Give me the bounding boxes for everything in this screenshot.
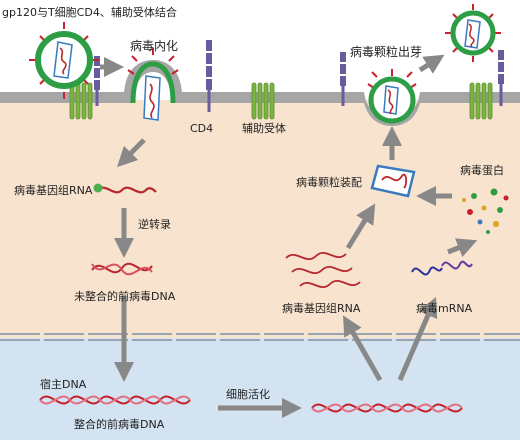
host-dna-left — [39, 395, 191, 405]
internalizing-virus — [127, 48, 179, 121]
process-arrows — [100, 54, 478, 418]
label-assembly: 病毒颗粒装配 — [296, 176, 362, 189]
label-genome-rna-left: 病毒基因组RNA — [14, 184, 93, 197]
viral-protein-particles — [462, 188, 509, 234]
label-cd4: CD4 — [190, 122, 214, 135]
unintegrated-provirus-dna — [91, 262, 153, 276]
label-binding: gp120与T细胞CD4、辅助受体结合 — [2, 6, 177, 19]
label-coreceptor: 辅助受体 — [242, 122, 286, 135]
released-virus — [445, 4, 501, 62]
viral-mrna-strands — [411, 260, 473, 276]
nucleus-region — [0, 338, 520, 440]
nuclear-membrane — [0, 333, 520, 341]
coreceptor-mid — [251, 82, 275, 120]
label-budding: 病毒颗粒出芽 — [350, 45, 423, 59]
label-integrated-provirus: 整合的前病毒DNA — [74, 418, 165, 431]
assembly-capsid — [370, 164, 416, 198]
cd4-receptor-mid — [206, 40, 212, 112]
label-reverse-transcription: 逆转录 — [138, 218, 171, 231]
coreceptor-left — [69, 82, 93, 120]
budding-virus — [367, 69, 417, 124]
viral-genome-rna-left — [93, 183, 157, 194]
coreceptor-right — [469, 82, 493, 120]
label-cell-activation: 细胞活化 — [226, 388, 270, 401]
label-internalization: 病毒内化 — [130, 39, 179, 53]
label-viral-mrna: 病毒mRNA — [416, 302, 473, 315]
host-dna-right — [311, 403, 463, 413]
label-viral-protein: 病毒蛋白 — [460, 164, 504, 177]
label-unintegrated-provirus: 未整合的前病毒DNA — [74, 290, 176, 303]
free-virus-left — [29, 22, 99, 99]
cd4-receptor-right — [498, 50, 504, 106]
cd4-receptor-budding — [340, 52, 346, 106]
label-host-dna: 宿主DNA — [40, 378, 87, 391]
label-genome-rna-right: 病毒基因组RNA — [282, 302, 361, 315]
viral-genome-rna-right — [285, 251, 361, 289]
